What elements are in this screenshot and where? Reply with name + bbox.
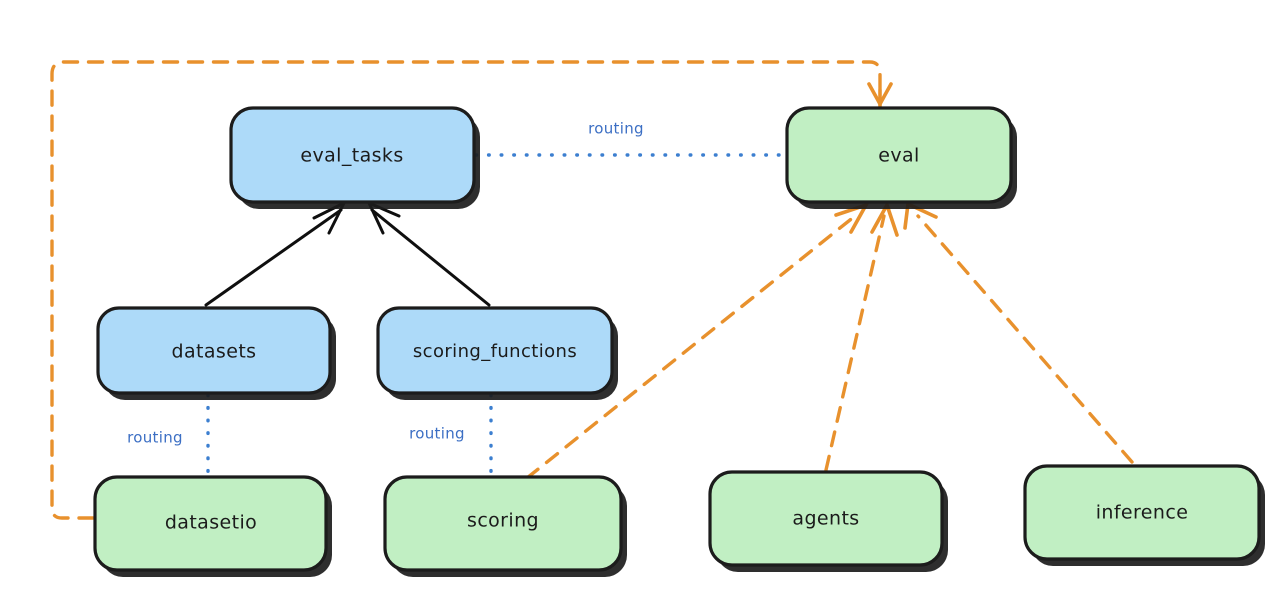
node-scoring-box [383,475,623,572]
node-scoring_functions-label: scoring_functions [413,341,577,362]
node-datasetio-label: datasetio [165,512,257,534]
node-eval_tasks-box [229,106,476,204]
node-agents-box [708,470,944,567]
node-scoring_functions-box [376,306,614,395]
edge-inference-to-eval [903,201,1134,464]
node-datasets[interactable]: datasets [96,306,336,400]
node-inference-box [1023,464,1261,561]
edge-datasetio-to-eval [50,60,893,520]
node-layer: eval_tasks eval datasets scoring_functio… [93,106,1265,577]
node-scoring_functions[interactable]: scoring_functions [376,306,618,400]
node-eval-label: eval [878,145,919,167]
edge-agents-to-eval [824,200,899,472]
edge-label-routing-scoring: routing [409,425,465,443]
edge-scoring_functions-to-eval_tasks [365,200,491,307]
edge-label-layer: routing routing routing [127,120,644,447]
node-eval[interactable]: eval [785,106,1017,209]
edge-datasets-to-eval_tasks [204,199,348,307]
node-agents-label: agents [792,508,859,530]
node-scoring-label: scoring [467,510,539,532]
node-scoring[interactable]: scoring [383,475,627,577]
node-agents[interactable]: agents [708,470,948,572]
node-datasets-label: datasets [172,341,257,363]
node-datasetio-box [93,475,328,572]
edge-label-routing-datasetio: routing [127,429,183,447]
node-datasetio[interactable]: datasetio [93,475,332,577]
node-inference-label: inference [1096,502,1189,524]
node-datasets-box [96,306,332,395]
node-eval_tasks-label: eval_tasks [300,145,403,167]
edge-label-routing-eval: routing [588,120,644,138]
node-eval_tasks[interactable]: eval_tasks [229,106,480,209]
node-eval-box [785,106,1013,204]
node-inference[interactable]: inference [1023,464,1265,566]
